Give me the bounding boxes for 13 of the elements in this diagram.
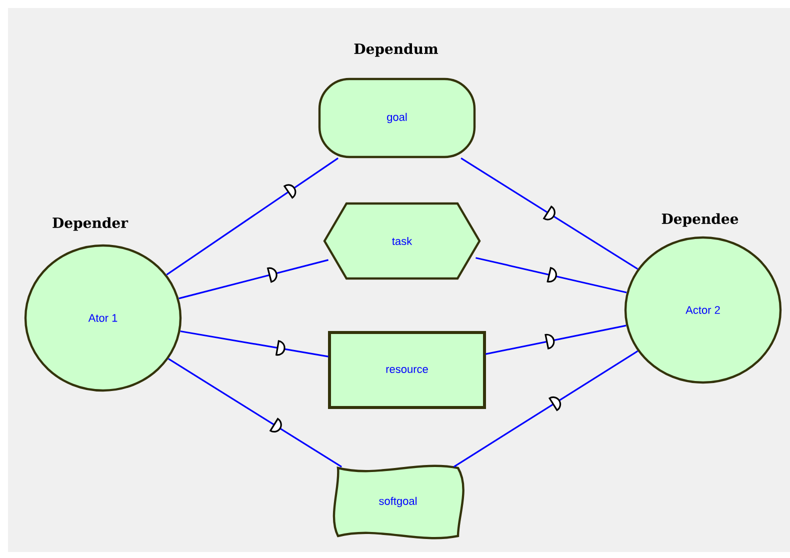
- dependency-link: [180, 330, 328, 358]
- dependency-link: [453, 350, 638, 468]
- dependency-link: [168, 358, 342, 468]
- dependency-link: [476, 257, 627, 294]
- dependum-heading: Dependum: [354, 43, 438, 57]
- actor-role-label: Depender: [52, 217, 128, 231]
- resource-box: resource: [328, 331, 486, 409]
- dependency-link: [460, 158, 638, 270]
- actor-role-label: Dependee: [662, 213, 738, 227]
- task-hexagon: task: [323, 202, 481, 280]
- dependency-link: [178, 259, 328, 300]
- dependency-link: [166, 158, 338, 276]
- dependency-link: [486, 324, 626, 355]
